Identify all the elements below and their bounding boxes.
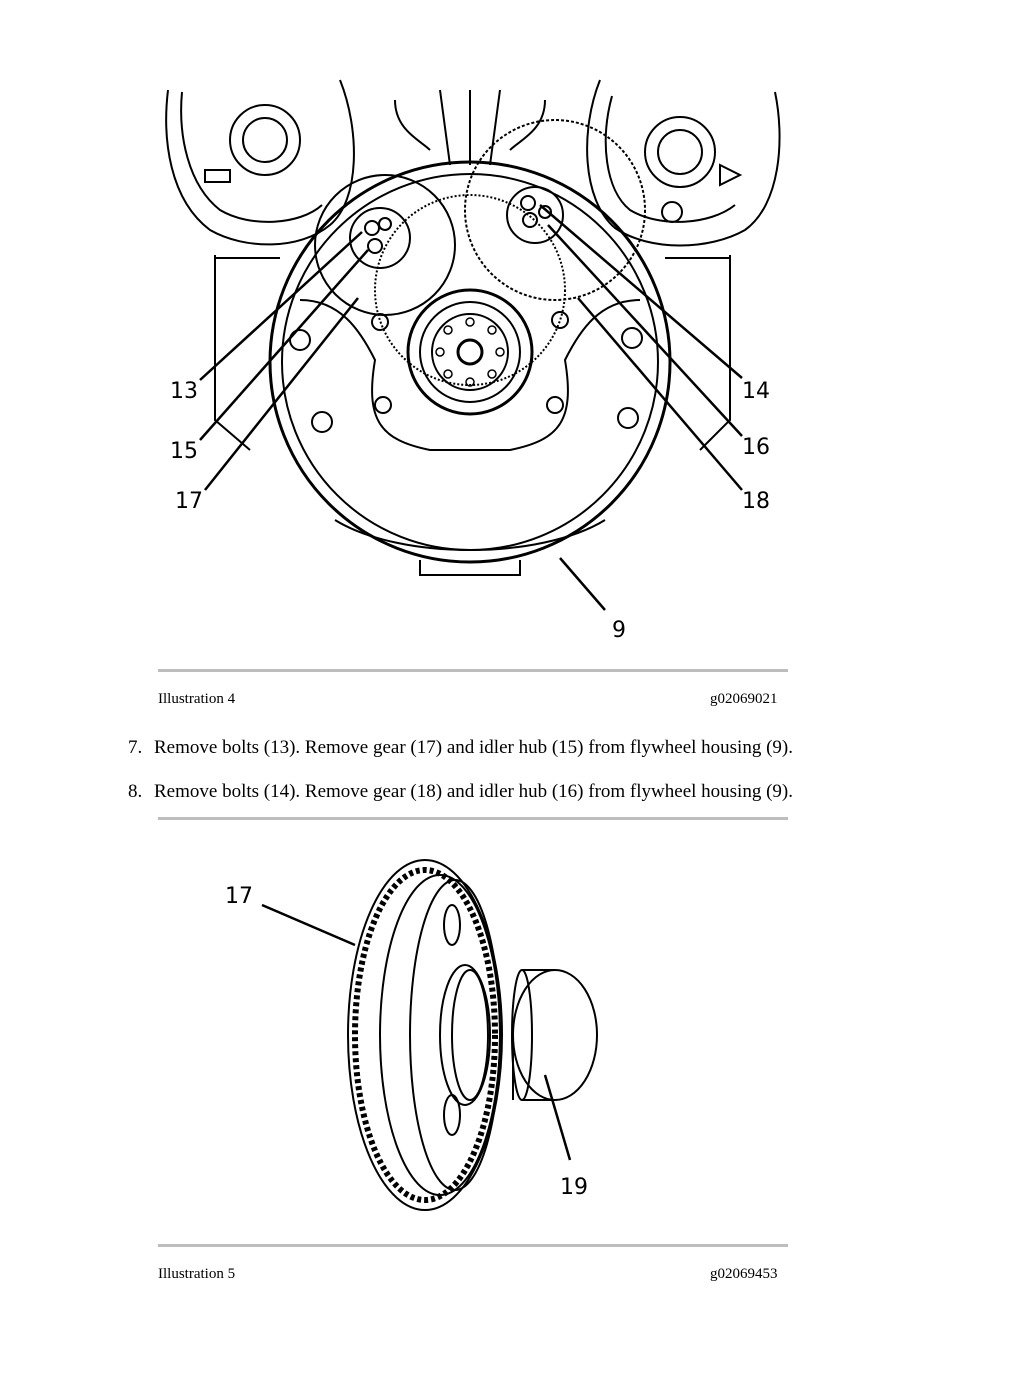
step-number: 8. — [128, 781, 143, 802]
illustration-5-drawing: 17 19 — [225, 859, 598, 1211]
illustration-4-drawing: 13 15 17 14 16 18 9 — [165, 79, 781, 643]
step-8: 8. Remove bolts (14). Remove gear (18) an… — [128, 781, 793, 803]
callout-16: 16 — [742, 435, 770, 460]
illustration-4-label: Illustration 4 — [158, 691, 236, 707]
callout-14: 14 — [742, 379, 770, 404]
divider — [158, 817, 788, 820]
step-text: Remove bolts (14). Remove gear (18) and … — [154, 781, 793, 802]
callout-19: 19 — [560, 1175, 588, 1200]
step-7: 7. Remove bolts (13). Remove gear (17) an… — [128, 737, 793, 759]
divider — [158, 669, 788, 672]
divider — [158, 1244, 788, 1247]
step-text: Remove bolts (13). Remove gear (17) and … — [154, 737, 793, 758]
illustration-5-label: Illustration 5 — [158, 1266, 236, 1282]
callout-15: 15 — [170, 439, 198, 464]
callout-18: 18 — [742, 489, 770, 514]
callout-17: 17 — [225, 884, 253, 909]
callout-9: 9 — [612, 618, 626, 643]
callout-13: 13 — [170, 379, 198, 404]
callout-17: 17 — [175, 489, 203, 514]
step-number: 7. — [128, 737, 143, 758]
illustration-5-id: g02069453 — [710, 1266, 778, 1282]
illustration-4-id: g02069021 — [710, 691, 778, 707]
